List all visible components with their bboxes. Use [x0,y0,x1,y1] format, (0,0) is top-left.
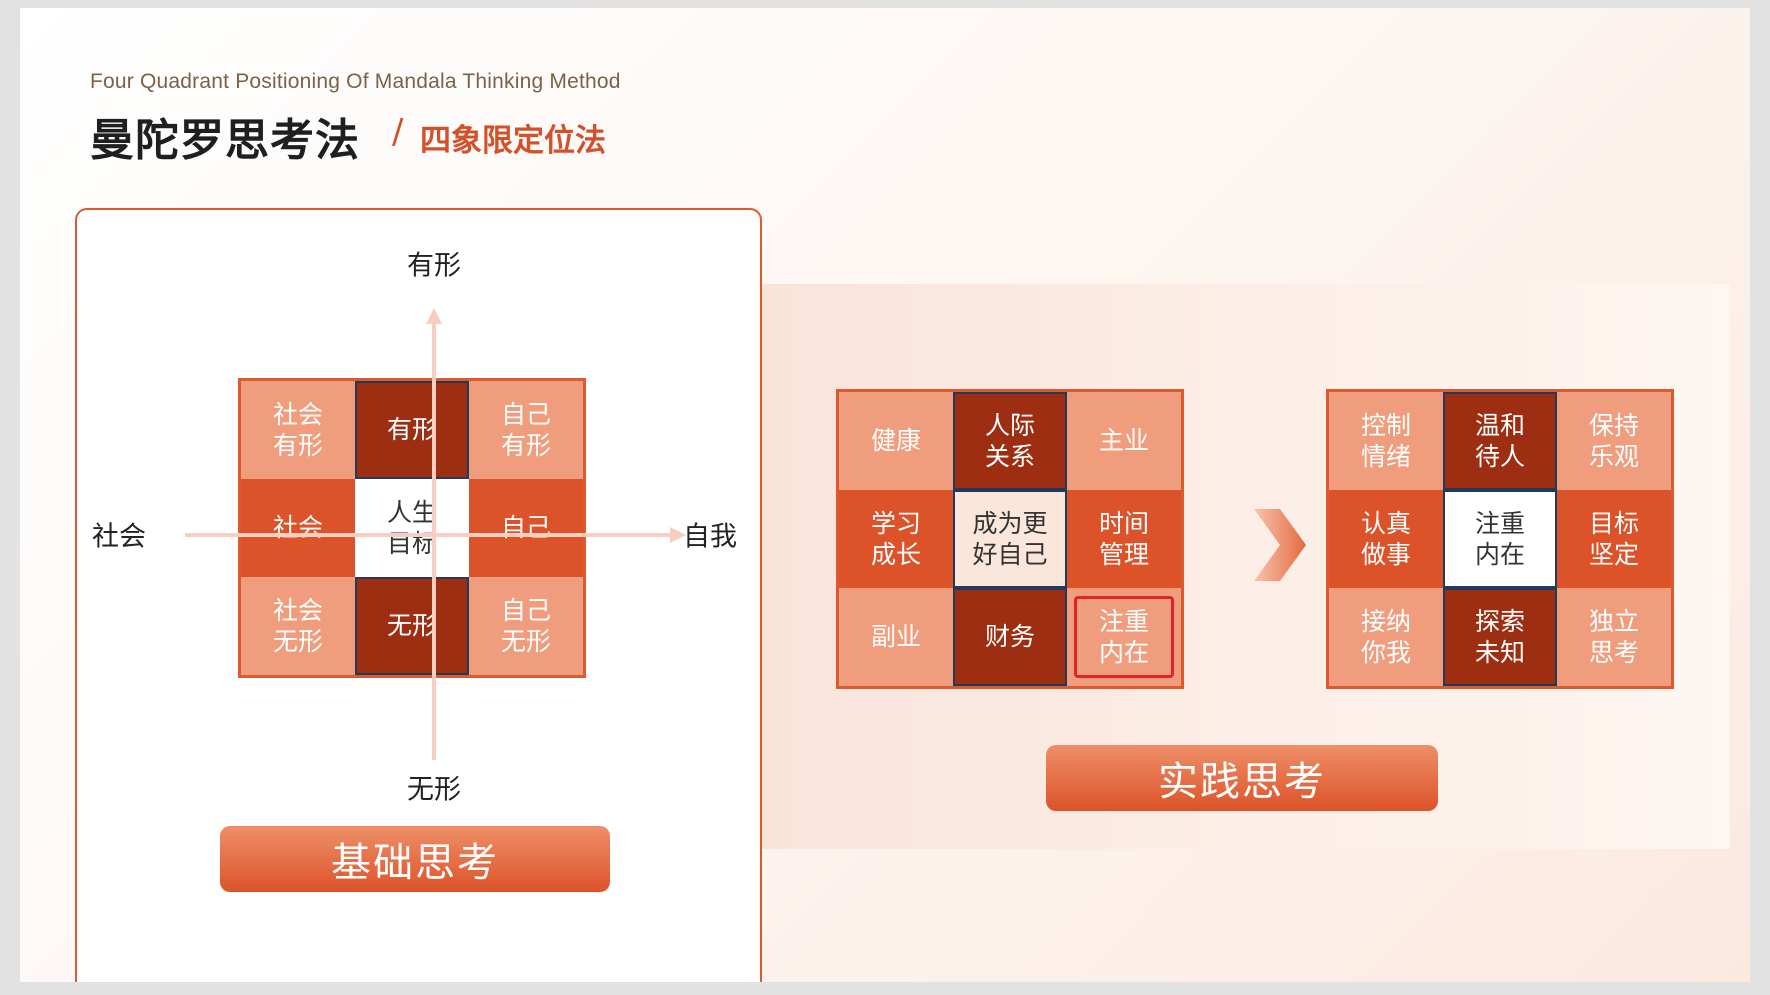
axis-label-bottom: 无形 [407,774,461,806]
grid-cell: 主业 [1067,392,1181,490]
grid-cell: 独立 思考 [1557,588,1671,686]
page-subtitle: 四象限定位法 [420,123,606,159]
axis-label-right: 自我 [683,521,737,553]
arrow-up-icon [426,308,442,324]
grid-cell-label: 注重 内在 [1098,606,1149,667]
title-divider: / [392,112,404,152]
practice-thinking-button[interactable]: 实践思考 [1046,745,1438,811]
grid-cell: 社会 有形 [241,381,355,479]
grid-cell: 学习 成长 [839,490,953,588]
grid-cell: 财务 [953,588,1067,686]
arrow-right-icon [670,527,686,543]
grid-cell: 无形 [355,577,469,675]
axis-label-top: 有形 [407,250,461,282]
grid-center-cell: 注重 内在 [1443,490,1557,588]
axis-label-left: 社会 [92,521,146,553]
grid-cell: 探索 未知 [1443,588,1557,686]
grid-cell: 人际 关系 [953,392,1067,490]
grid-cell: 保持 乐观 [1557,392,1671,490]
grid-cell-highlighted: 注重 内在 [1067,588,1181,686]
subtitle-en: Four Quadrant Positioning Of Mandala Thi… [90,70,621,93]
grid-cell: 目标 坚定 [1557,490,1671,588]
horizontal-axis [185,533,675,537]
grid-cell: 副业 [839,588,953,686]
grid-cell: 自己 无形 [469,577,583,675]
grid-center-cell: 成为更 好自己 [953,490,1067,588]
basic-thinking-button[interactable]: 基础思考 [220,826,610,892]
chevron-right-icon [1254,509,1306,581]
practice-grid-goals: 健康 人际 关系 主业 学习 成长 成为更 好自己 时间 管理 副业 财务 注重… [836,389,1184,689]
grid-cell: 健康 [839,392,953,490]
grid-cell: 自己 [469,479,583,577]
grid-cell: 温和 待人 [1443,392,1557,490]
grid-cell: 接纳 你我 [1329,588,1443,686]
grid-cell: 控制 情绪 [1329,392,1443,490]
vertical-axis [432,323,436,760]
grid-center-cell: 人生 目标 [355,479,469,577]
grid-cell: 社会 无形 [241,577,355,675]
practice-grid-inner: 控制 情绪 温和 待人 保持 乐观 认真 做事 注重 内在 目标 坚定 接纳 你… [1326,389,1674,689]
grid-cell: 认真 做事 [1329,490,1443,588]
grid-cell: 时间 管理 [1067,490,1181,588]
slide: Four Quadrant Positioning Of Mandala Thi… [20,8,1750,982]
grid-cell: 社会 [241,479,355,577]
grid-cell: 有形 [355,381,469,479]
grid-cell: 自己 有形 [469,381,583,479]
basic-quadrant-grid: 社会 有形 有形 自己 有形 社会 人生 目标 自己 社会 无形 无形 自己 无… [238,378,586,678]
page-title: 曼陀罗思考法 [90,115,360,166]
